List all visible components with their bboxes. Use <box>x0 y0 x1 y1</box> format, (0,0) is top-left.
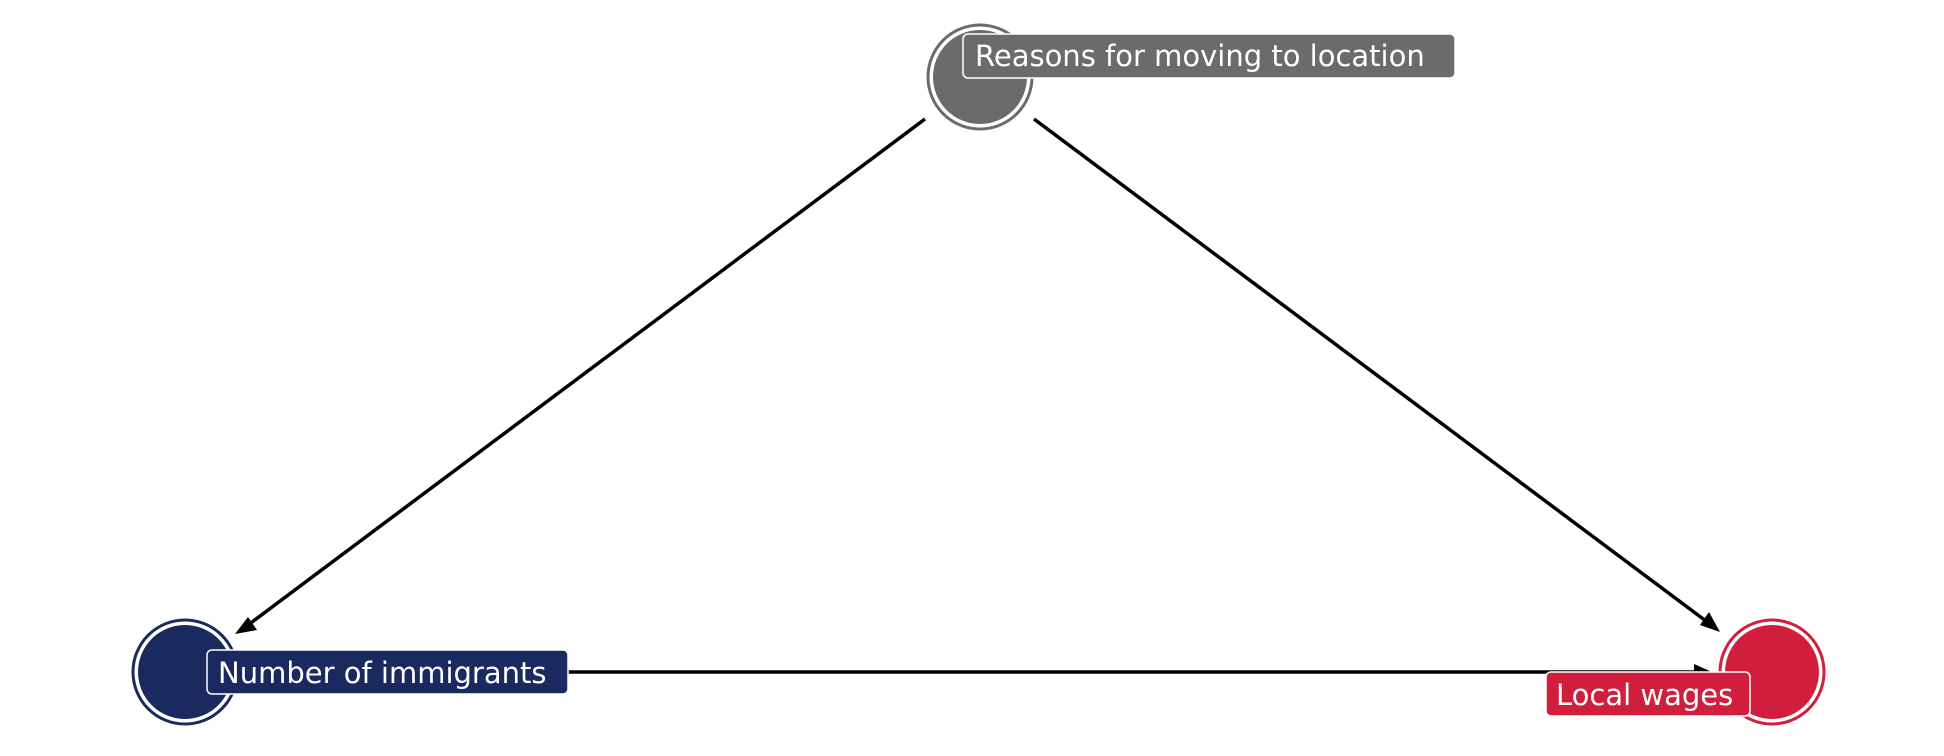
node-reasons-for-moving: Reasons for moving to location <box>926 23 1456 131</box>
node-local-wages: Local wages <box>1545 618 1826 726</box>
node-number-of-immigrants: Number of immigrants <box>131 618 569 726</box>
node-label-box <box>206 649 569 695</box>
node-label-box <box>962 33 1456 79</box>
edge-confounder-to-outcome <box>1032 117 1716 629</box>
node-circle <box>138 625 232 719</box>
node-label-box <box>1545 671 1751 717</box>
edges <box>235 117 1720 680</box>
arrowhead-confounder-to-outcome <box>1700 612 1720 632</box>
node-label: Local wages <box>1556 678 1733 712</box>
node-label: Reasons for moving to location <box>975 39 1425 73</box>
arrowhead-confounder-to-treatment <box>235 617 257 634</box>
node-label: Number of immigrants <box>218 656 546 690</box>
edge-confounder-to-treatment <box>238 117 927 633</box>
